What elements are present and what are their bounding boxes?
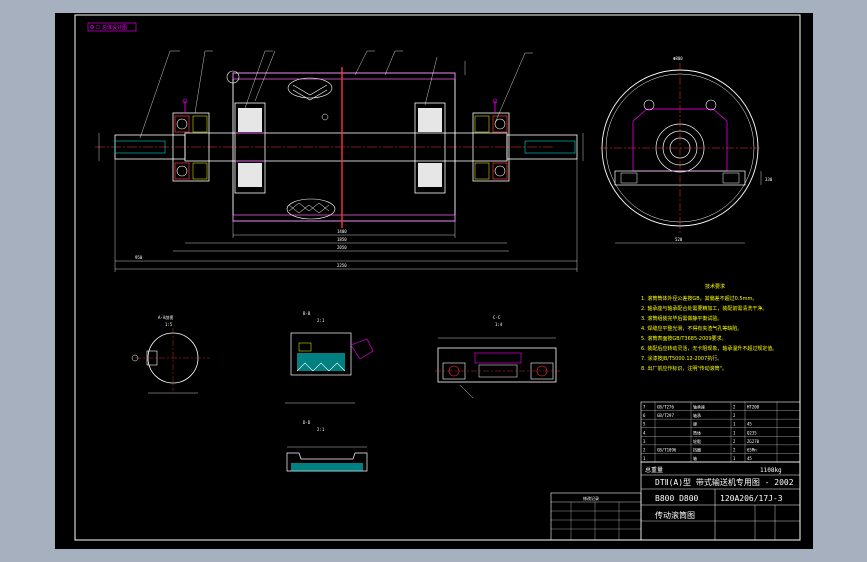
parts-table-cell: GB/T297 <box>657 413 674 418</box>
parts-table-cell: 45 <box>747 456 752 461</box>
dim-2: 1850 <box>337 237 347 242</box>
parts-table-cell: 1 <box>733 430 736 435</box>
dim-4: 2250 <box>337 263 347 268</box>
section-a-ratio: 1:5 <box>165 322 173 327</box>
parts-table-cell: 1 <box>733 422 736 427</box>
tech-note-3: 3. 滚筒组装完毕后需做静平衡试验。 <box>641 315 722 322</box>
revision-table: 修改记录 <box>550 492 642 541</box>
parts-table-cell: GB/T276 <box>657 405 674 410</box>
dim-5: 520 <box>675 237 683 242</box>
parts-table-cell: 键 <box>693 421 697 427</box>
cad-drawing: Ф ☐ 总体设计图 <box>74 14 801 541</box>
drawing-frame: Ф ☐ 总体设计图 <box>55 13 813 549</box>
parts-table-cell: 轴 <box>693 455 697 461</box>
parts-table-cell: 1 <box>733 456 736 461</box>
weight-value: 1108kg <box>760 467 782 474</box>
section-b-label: B-B <box>303 311 311 316</box>
tech-notes-title: 技术要求 <box>705 283 725 290</box>
parts-table-cell: 65Mn <box>747 447 757 452</box>
dim-7: 950 <box>135 255 143 260</box>
parts-table-cell: HT200 <box>747 405 760 410</box>
section-a-label: A-A剖视 <box>158 314 173 320</box>
title-line: DTⅡ(A)型 带式输送机专用图 - 2002 <box>655 477 794 487</box>
parts-table-cell: 3 <box>643 439 646 444</box>
section-d-label: D-D <box>303 420 311 425</box>
parts-table-cell: Q235 <box>747 430 757 435</box>
section-c-ratio: 1:4 <box>495 322 503 327</box>
dim-6: 330 <box>765 177 773 182</box>
tech-note-4: 4. 焊缝应平整光滑，不得有夹渣气孔等缺陷。 <box>641 325 742 332</box>
parts-table-cell: ZG270 <box>747 439 760 444</box>
section-d-ratio: 2:1 <box>317 427 325 432</box>
section-c: C-C 1:4 <box>435 315 560 399</box>
weight-label: 总重量 <box>645 466 663 474</box>
end-view: 520 330 Φ800 <box>600 56 773 244</box>
parts-table-cell: 6 <box>643 413 646 418</box>
tech-note-7: 7. 涂漆按JB/T5000.12-2007执行。 <box>641 355 722 362</box>
parts-table-cell: 45 <box>747 422 752 427</box>
parts-table-cell: 2 <box>643 447 646 452</box>
dim-8: Φ800 <box>673 56 683 61</box>
dim-1: 1400 <box>337 229 347 234</box>
section-c-label: C-C <box>493 315 501 320</box>
section-d: D-D 2:1 <box>286 420 368 472</box>
inner-border <box>74 14 801 541</box>
parts-table-cell: 挡圈 <box>693 446 701 452</box>
dim-3: 2050 <box>337 245 347 250</box>
parts-table-cell: 2 <box>733 447 736 452</box>
parts-table-cell: 轮毂 <box>693 438 701 444</box>
tech-note-5: 5. 滚筒表面按GB/T3685-2009要求。 <box>641 335 727 342</box>
parts-table-cell: 2 <box>733 405 736 410</box>
tech-note-1: 1. 滚筒筒体外径公差按GB，其偏差不超过0.5mm。 <box>641 295 757 302</box>
parts-table-cell: 轴承座 <box>693 404 705 410</box>
revision-table-title: 修改记录 <box>583 495 599 501</box>
title-block: 总重量 1108kg DTⅡ(A)型 带式输送机专用图 - 2002 B800 … <box>640 461 801 541</box>
parts-table-cell: 5 <box>643 422 646 427</box>
parts-table-cell: 4 <box>643 430 646 435</box>
tech-note-6: 6. 装配后应转动灵活，无卡阻现象，轴承温升不超过规定值。 <box>641 345 777 352</box>
main-section-view: 1400 1850 2050 2250 950 <box>95 50 584 272</box>
parts-table-cell: 2 <box>733 413 736 418</box>
spec-text: B800 D800 <box>655 494 699 503</box>
section-a: A-A剖视 1:5 <box>131 314 210 394</box>
tech-note-8: 8. 出厂前应作标识，注明"传动滚筒"。 <box>641 365 727 372</box>
parts-table-cell: 筒体 <box>693 429 701 435</box>
drawing-number: 120A206/17J-3 <box>720 494 783 503</box>
parts-table-cell: 1 <box>643 456 646 461</box>
drawing-name: 传动滚筒图 <box>655 510 695 520</box>
corner-tag: Ф ☐ 总体设计图 <box>90 24 127 31</box>
parts-table-cell: 2 <box>733 439 736 444</box>
technical-requirements: 技术要求 1. 滚筒筒体外径公差按GB，其偏差不超过0.5mm。 2. 轴承座与… <box>641 283 777 372</box>
parts-table-cell: 7 <box>643 405 646 410</box>
parts-table-cell: GB/T1096 <box>657 447 677 452</box>
section-b-ratio: 2:1 <box>317 318 325 323</box>
parts-table-cell: 轴承 <box>693 412 701 418</box>
section-b: B-B 2:1 <box>285 311 374 404</box>
tech-note-2: 2. 轴承座与轴承配合处需要精加工，装配前需清洗干净。 <box>641 305 767 312</box>
